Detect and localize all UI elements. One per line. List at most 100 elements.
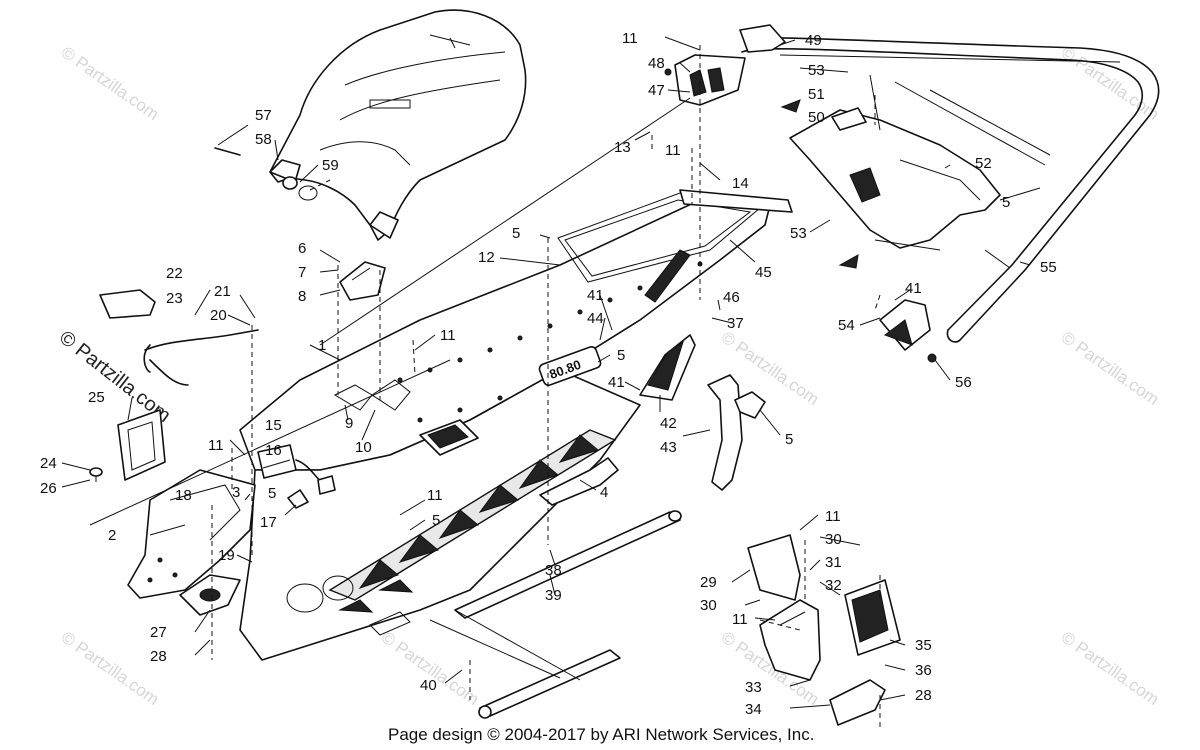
callout-21: 21	[214, 283, 231, 300]
callout-57: 57	[255, 107, 272, 124]
callout-26: 26	[40, 480, 57, 497]
grille-11	[419, 419, 479, 456]
callout-11f: 11	[825, 508, 841, 525]
washer-59	[282, 176, 331, 201]
callout-5a: 5	[512, 225, 520, 242]
callout-15: 15	[265, 417, 282, 434]
bracket-20	[143, 329, 259, 386]
seat	[269, 9, 527, 241]
callout-28b: 28	[915, 687, 932, 704]
callout-11d: 11	[208, 437, 224, 454]
callout-11c: 11	[440, 327, 456, 344]
callout-27: 27	[150, 624, 167, 641]
watermark: © Partzilla.com	[1058, 628, 1163, 709]
callouts: 1 2 3 4 5 5 5 5 5 5 6 7 8 9 10 11 11 11 …	[40, 30, 1057, 718]
bolt-48	[664, 68, 672, 76]
callout-5c: 5	[617, 347, 625, 364]
reflector-50	[831, 107, 867, 131]
callout-25: 25	[88, 389, 105, 406]
watermark: © Partzilla.com	[58, 43, 163, 124]
grip-34	[829, 679, 886, 726]
callout-30b: 30	[700, 597, 717, 614]
callout-17: 17	[260, 514, 277, 531]
callout-5e: 5	[268, 485, 276, 502]
callout-8: 8	[298, 288, 306, 305]
watermark: © Partzilla.com	[58, 628, 163, 709]
callout-50: 50	[808, 109, 825, 126]
grab-bar-55	[741, 37, 1160, 343]
watermark: © Partzilla.com	[1058, 328, 1163, 409]
callout-41a: 41	[587, 287, 604, 304]
plate-27	[179, 574, 241, 616]
bracket-2	[127, 469, 256, 599]
part-17	[287, 489, 309, 509]
cover-25	[117, 409, 166, 481]
callout-41c: 41	[905, 280, 922, 297]
callout-47: 47	[648, 82, 665, 99]
callout-31: 31	[825, 554, 842, 571]
rear-flap	[789, 109, 1001, 251]
callout-46: 46	[723, 289, 740, 306]
arrow-marker	[838, 254, 859, 269]
callout-5d: 5	[785, 431, 793, 448]
callout-28a: 28	[150, 648, 167, 665]
callout-34: 34	[745, 701, 762, 718]
callout-7: 7	[298, 264, 306, 281]
callout-48: 48	[648, 55, 665, 72]
callout-22: 22	[166, 265, 183, 282]
hinge-43	[707, 374, 743, 491]
callout-18: 18	[175, 487, 192, 504]
copyright-footer: Page design © 2004-2017 by ARI Network S…	[388, 725, 814, 744]
callout-23: 23	[166, 290, 183, 307]
callout-56: 56	[955, 374, 972, 391]
callout-32: 32	[825, 577, 842, 594]
tunnel	[239, 192, 771, 661]
callout-9: 9	[345, 415, 353, 432]
flap-bracket-47	[674, 54, 746, 106]
callout-11b: 11	[665, 142, 681, 159]
callout-59: 59	[322, 157, 339, 174]
badge-44: 80.80	[538, 346, 602, 386]
callout-12: 12	[478, 249, 495, 266]
callout-37: 37	[727, 315, 744, 332]
callout-5f: 5	[432, 512, 440, 529]
watermark: © Partzilla.com	[1058, 43, 1163, 124]
callout-10: 10	[355, 439, 372, 456]
pin-57	[214, 147, 241, 156]
callout-29: 29	[700, 574, 717, 591]
callout-20: 20	[210, 307, 227, 324]
nut-56	[927, 353, 937, 363]
bar-45	[679, 189, 793, 213]
callout-54: 54	[838, 317, 855, 334]
callout-51: 51	[808, 86, 825, 103]
callout-39: 39	[545, 587, 562, 604]
callout-43: 43	[660, 439, 677, 456]
leader-lines	[61, 36, 1051, 730]
callout-6: 6	[298, 240, 306, 257]
callout-53a: 53	[808, 62, 825, 79]
callout-44: 44	[587, 310, 604, 327]
cover-22	[99, 289, 156, 319]
lattice	[338, 434, 600, 613]
panel-42	[639, 334, 696, 401]
callout-49: 49	[805, 32, 822, 49]
callout-53b: 53	[790, 225, 807, 242]
callout-41b: 41	[608, 374, 625, 391]
callout-40: 40	[420, 677, 437, 694]
watermark: © Partzilla.com	[378, 628, 483, 709]
cap-49	[739, 24, 786, 53]
cross-shaft-40	[478, 649, 621, 719]
callout-33: 33	[745, 679, 762, 696]
callout-11a: 11	[622, 30, 638, 47]
crossmember-4	[539, 457, 619, 506]
bracket-54	[879, 299, 931, 351]
vent-35	[844, 579, 901, 656]
callout-13: 13	[614, 139, 631, 156]
cross-shaft-39	[454, 510, 682, 619]
bracket-8	[339, 261, 386, 301]
callout-36: 36	[915, 662, 932, 679]
callout-1: 1	[318, 337, 326, 354]
module-16	[257, 444, 336, 495]
callout-35: 35	[915, 637, 932, 654]
